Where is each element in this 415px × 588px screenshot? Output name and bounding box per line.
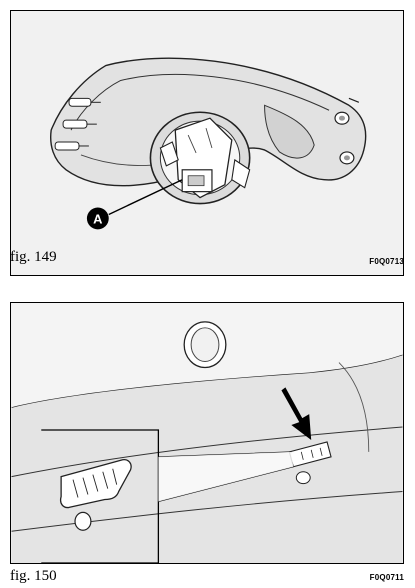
figure-caption: fig. 150 — [10, 568, 57, 584]
callout-a-label: A — [93, 211, 102, 226]
figure-code: F0Q0713 — [369, 257, 404, 266]
figure-code: F0Q0711 — [369, 573, 404, 582]
figure-150-illustration — [10, 302, 404, 564]
callout-a-marker — [86, 207, 109, 230]
rear-bumper-number-plate-light-drawing — [11, 303, 403, 563]
down-arrow-icon — [281, 387, 312, 440]
figure-caption: fig. 149 — [10, 249, 57, 265]
figure-149-illustration: A — [10, 10, 404, 276]
tail-light-bulb-holder-drawing: A — [50, 57, 367, 230]
